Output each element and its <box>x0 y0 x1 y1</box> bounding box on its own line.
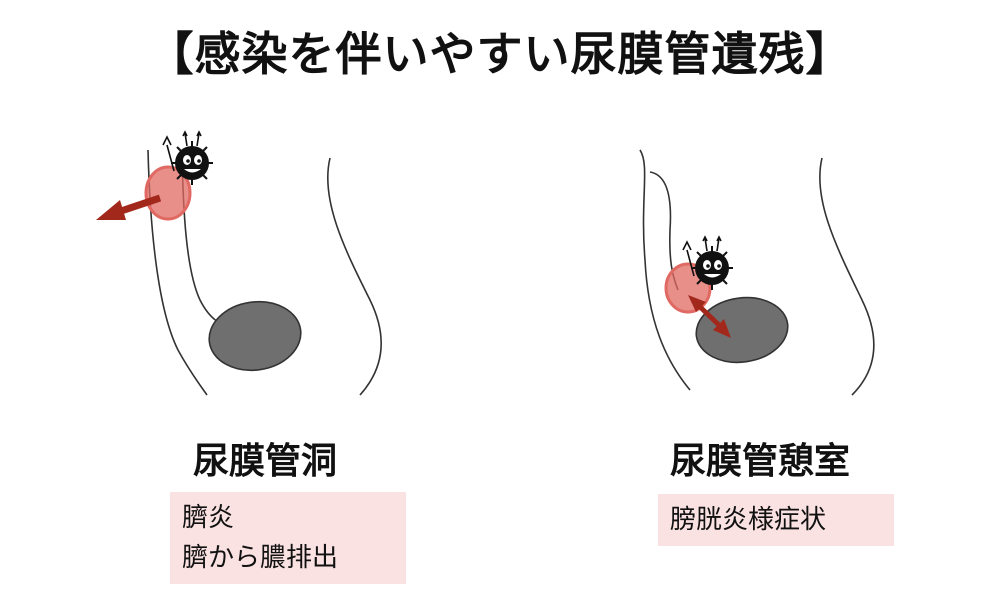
right-bladder <box>695 296 789 364</box>
left-inflammation <box>144 165 192 221</box>
right-symptom-1: 膀胱炎様症状 <box>670 505 827 535</box>
left-body-outline <box>326 157 383 396</box>
left-arrow-head <box>96 200 126 220</box>
right-arrow-head <box>713 319 731 338</box>
right-label: 尿膜管憩室 <box>669 441 850 482</box>
left-arrow-shaft <box>116 194 162 216</box>
right-arrow-tail-head <box>688 295 706 312</box>
right-body-outline <box>819 157 875 396</box>
right-urachus-outer <box>639 149 691 391</box>
right-symptom-box: 膀胱炎様症状 <box>658 494 894 546</box>
left-symptom-box: 臍炎 臍から膿排出 <box>170 492 406 584</box>
diagram-title: 【感染を伴いやすい尿膜管遺残】 <box>147 27 853 81</box>
right-figure <box>639 149 875 396</box>
left-figure <box>96 131 383 396</box>
left-symptom-2: 臍から膿排出 <box>182 543 339 573</box>
left-bladder <box>208 300 302 372</box>
left-symptom-1: 臍炎 <box>182 503 235 533</box>
left-label: 尿膜管洞 <box>192 441 337 482</box>
